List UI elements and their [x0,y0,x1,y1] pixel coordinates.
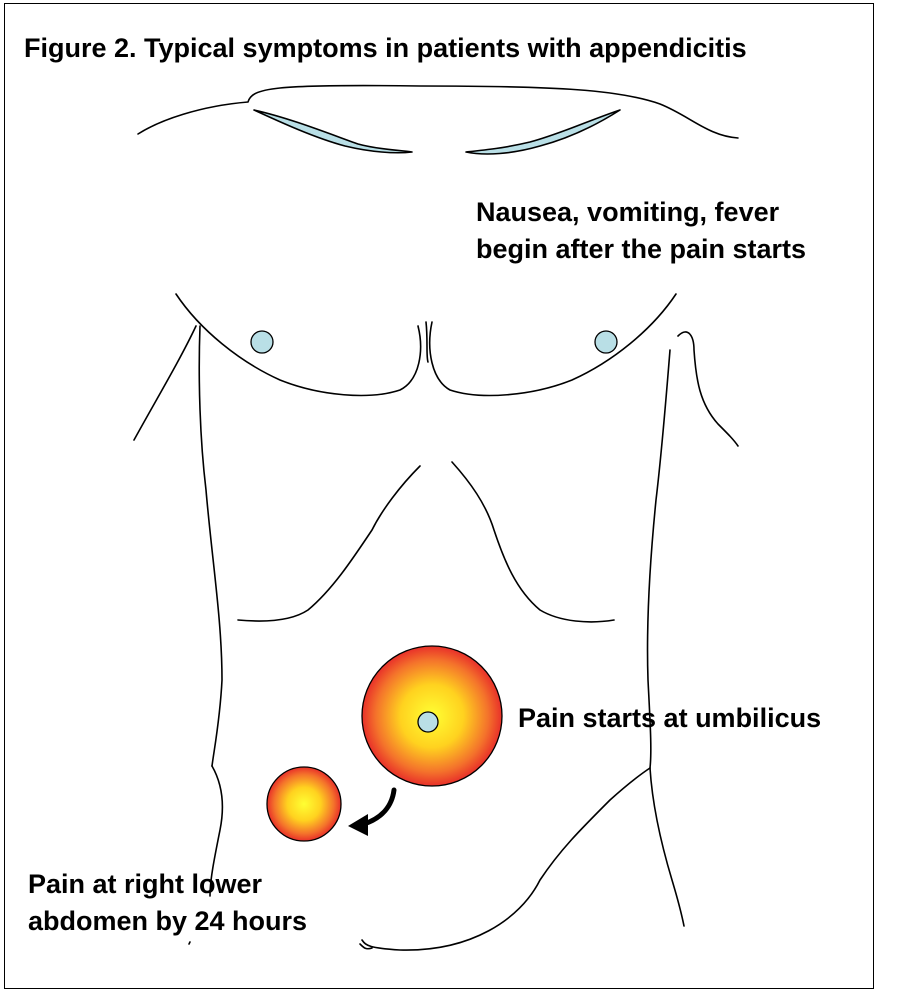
nausea-annotation-line1: Nausea, vomiting, fever [476,197,780,227]
right-lower-abdomen-pain-circle [266,766,342,842]
right-arm-outline [677,331,739,447]
shoulder-outline [137,84,739,139]
right-lower-abdomen-annotation: Pain at right lower abdomen by 24 hours [28,866,307,940]
left-hip-mark [188,941,191,945]
umbilicus-marker [417,711,439,733]
right-torso-side [646,349,671,769]
rlq-annotation-line2: abdomen by 24 hours [28,906,308,936]
rlq-annotation-line1: Pain at right lower [28,869,263,899]
left-arm-outline [133,325,197,441]
figure-title: Figure 2. Typical symptoms in patients w… [24,33,747,63]
right-hip-outline [649,767,685,927]
right-nipple-marker [594,330,618,354]
pelvis-tick [359,943,373,950]
left-rib-line [237,465,421,622]
left-torso-side [198,325,223,767]
left-nipple-marker [250,330,274,354]
right-pectoral [428,293,677,397]
figure-frame [4,3,874,989]
nausea-annotation-line2: begin after the pain starts [476,234,807,264]
left-hip-outline [209,765,224,897]
pain-migration-arrow [361,787,397,827]
pelvis-outline [361,767,651,951]
umbilicus-annotation: Pain starts at umbilicus [518,703,822,733]
sternum-notch [425,321,429,363]
right-rib-line [451,461,615,623]
left-clavicle [253,109,413,154]
left-pectoral [175,293,422,397]
arrow-head [348,814,368,836]
right-clavicle [465,109,621,155]
nausea-annotation: Nausea, vomiting, fever begin after the … [476,194,806,268]
